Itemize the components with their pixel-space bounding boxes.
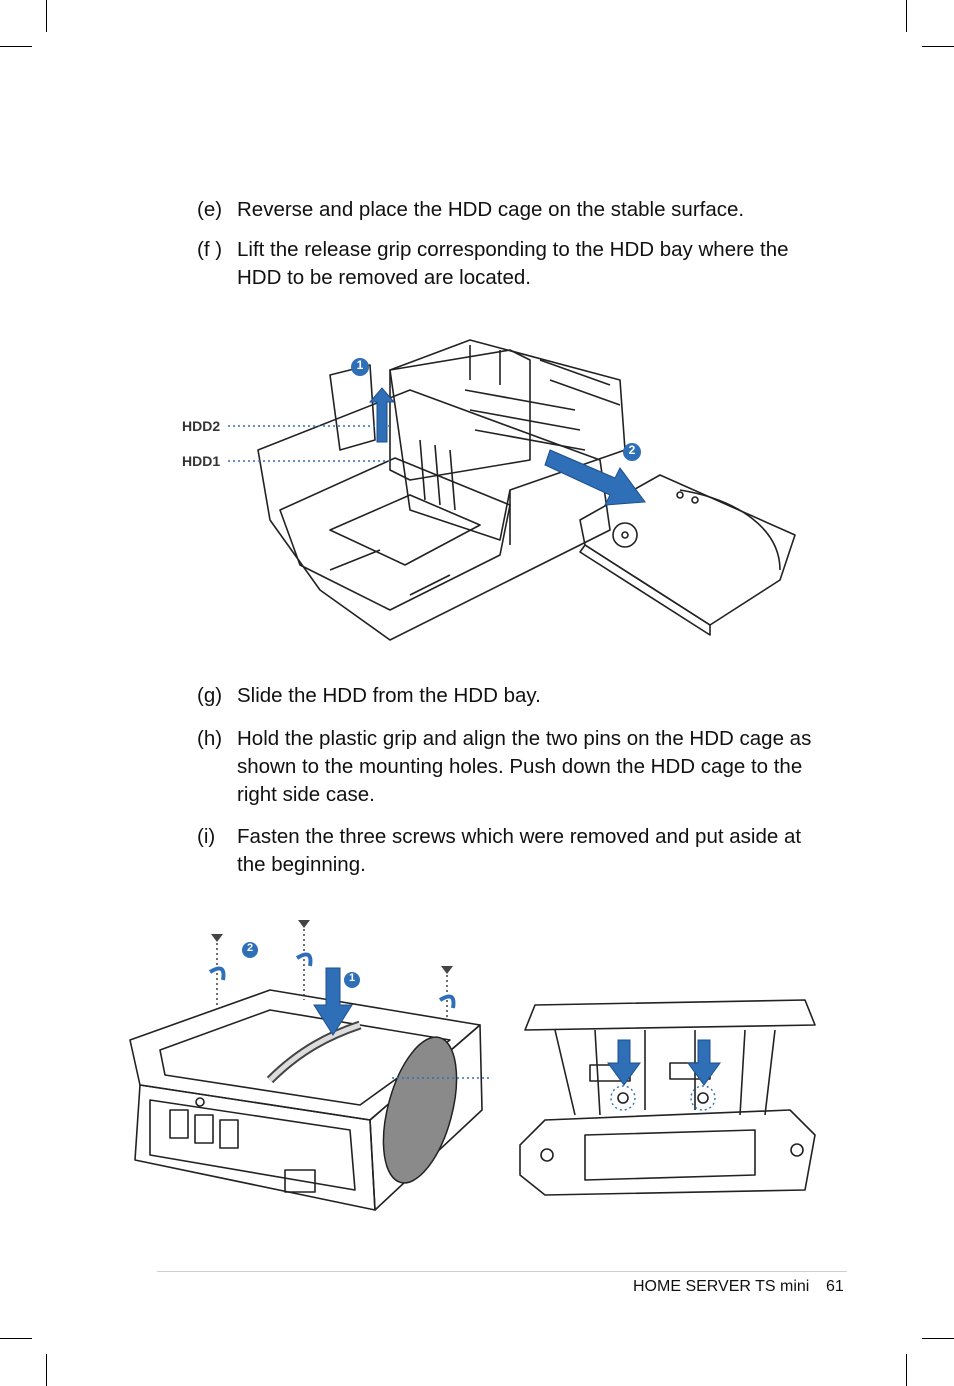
hdd1-callout: HDD1 [182,453,221,469]
lift-arrow-icon [368,387,396,443]
badge-2-shape [242,942,258,958]
hdd2-callout: HDD2 [182,418,221,434]
detail-case-frame [519,1109,816,1196]
crop-mark-tr-h [922,46,954,47]
footer-rule [157,1271,847,1272]
step-text: Hold the plastic grip and align the two … [237,727,812,806]
slide-arrow-icon [544,449,646,506]
crop-mark-bl-v [46,1354,47,1386]
mounting-hole-highlight [690,1085,716,1111]
crop-mark-tr-v [906,0,907,32]
screw-icon [211,934,223,942]
crop-mark-bl-h [0,1338,32,1339]
step-text: Fasten the three screws which were remov… [237,825,802,876]
badge-1: 1 [356,358,364,372]
screw-icon [441,966,453,974]
rotate-arrow-icon [438,994,456,1009]
hdd-cage-figure [228,339,796,641]
plastic-grip [266,1020,362,1084]
crop-mark-br-v [906,1354,907,1386]
screw-icon [298,920,310,928]
mounting-hole-highlight [610,1085,636,1111]
crop-mark-tl-h [0,46,32,47]
cage-drive-bay [389,339,626,541]
mounting-detail-figure [519,999,816,1196]
side-panel-opening [382,1036,458,1184]
step-label: (e) [197,198,223,221]
step-text: Lift the release grip corresponding to t… [237,238,789,289]
badge-2-shape [623,443,641,461]
step-label: (f ) [197,238,223,261]
footer-title: HOME SERVER TS mini [633,1278,810,1295]
badge-2: 2 [246,942,254,954]
step-label: (h) [197,727,223,750]
crop-mark-br-h [922,1338,954,1339]
push-down-arrow-icon [313,967,353,1036]
rotate-arrow-icon [295,952,313,967]
step-label: (g) [197,684,223,707]
detail-cage-top [524,999,816,1031]
step-text: Reverse and place the HDD cage on the st… [237,198,745,221]
cage-back-wall [389,349,531,481]
badge-1-shape [351,358,369,376]
down-arrow-icon [687,1039,721,1086]
step-label: (i) [197,825,216,848]
down-arrow-icon [607,1039,641,1086]
badge-2: 2 [628,443,636,457]
crop-mark-tl-v [46,0,47,32]
cage-base-plate [257,389,611,641]
badge-1-shape [344,972,360,988]
server-case-figure [129,920,490,1211]
step-text: Slide the HDD from the HDD bay. [237,684,541,707]
page-number: 61 [826,1278,844,1295]
rotate-arrow-icon [208,966,226,981]
badge-1: 1 [348,972,356,984]
